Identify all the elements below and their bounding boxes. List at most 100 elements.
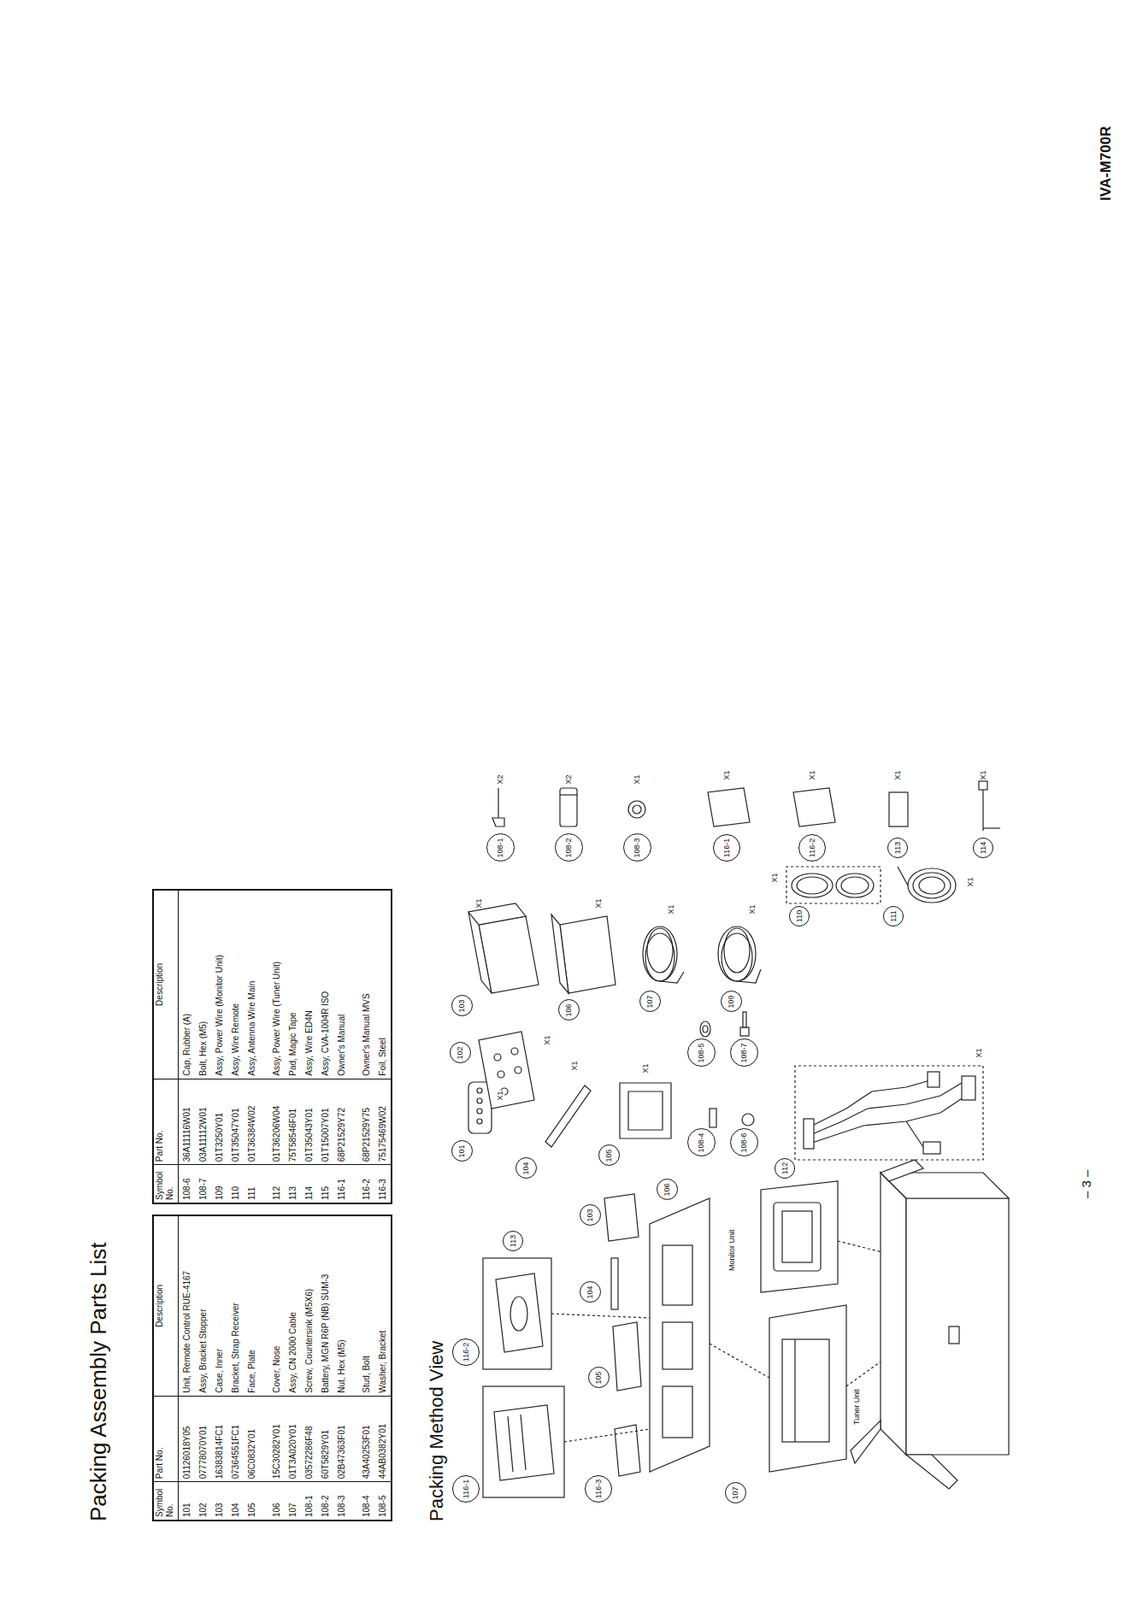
callout-number: 108-6 [730,1129,759,1158]
unit-label: Monitor Unit [727,1229,737,1272]
table-cell: 16383814FC1 [211,1396,228,1483]
callout-number: 113 [887,837,908,859]
table-cell: Bolt, Hex (M5) [194,889,212,1079]
quantity-label: X1 [570,1060,579,1071]
column-header: Part No. [153,1396,179,1483]
page-number: – 3 – [1078,1170,1094,1199]
table-row: 10615C30282Y01Cover, Nose [268,1215,285,1521]
table-cell: 108-3 [333,1482,350,1521]
table-cell: 01T35043Y01 [300,1078,318,1166]
table-cell: Bracket, Strap Receiver [227,1215,244,1397]
page-title: Packing Assembly Parts List [85,1242,112,1522]
table-cell: Unit, Remote Control RUE-4167 [178,1215,196,1397]
table-cell: 115 [317,1165,334,1204]
table-cell: 108-1 [300,1482,318,1521]
spacer-cell [259,1165,269,1204]
spacer-cell [259,889,269,1079]
table-cell: Assy, Wire Remote [227,889,244,1079]
table-cell: 01T36206W04 [268,1078,285,1166]
table-cell: 111 [243,1165,260,1204]
column-header: Description [153,889,179,1079]
table-cell: 109 [211,1165,228,1204]
quantity-label: X1 [807,770,817,780]
callout-number: 108-1 [486,834,515,863]
spacer-row [349,1215,359,1521]
table-cell: 75175469W02 [374,1078,392,1166]
table-row: 10506C0832Y01Face, Plate [243,1215,260,1521]
callout-number: 106 [558,1000,580,1022]
table-row: 108-443A40253F01Stud, Bolt [358,1215,375,1521]
callout-number: 112 [774,1158,796,1179]
spacer-cell [349,1078,359,1166]
table-cell: 106 [268,1482,285,1521]
table-row: 116-168P21529Y72Owner's Manual [333,889,350,1204]
table-cell: 114 [300,1165,318,1204]
table-cell: Owner's Manual MVS [358,889,375,1079]
table-cell: 108-7 [194,1165,212,1204]
spacer-row [259,889,269,1204]
callout-number: 116-3 [584,1475,613,1503]
table-cell: Assy, Power Wire (Tuner Unit) [268,889,285,1079]
spacer-cell [259,1396,269,1483]
table-cell: 116-3 [374,1165,392,1204]
callout-number: 108-4 [687,1129,716,1158]
callout-number: 116-2 [798,834,826,862]
table-cell: Washer, Bracket [374,1215,392,1397]
quantity-label: X1 [748,904,757,914]
table-cell: Case, Inner [211,1215,228,1397]
spacer-cell [349,889,359,1079]
quantity-label: X1 [474,898,484,908]
quantity-label: X1 [770,872,779,883]
table-cell: Assy, Bracket Stopper [194,1215,212,1397]
quantity-label: X1 [978,770,988,780]
callout-number: 104 [515,1158,537,1180]
callout-number: 113 [502,1231,524,1252]
callout-number: 103 [451,995,473,1018]
quantity-label: X1 [641,1063,650,1073]
quantity-label: X1 [893,770,902,780]
callout-number: 108-5 [687,1039,716,1068]
table-row: 11201T36206W04Assy, Power Wire (Tuner Un… [268,889,285,1204]
table-cell: Assy, CN 2000 Cable [284,1215,301,1397]
table-cell: Assy, Antenna Wire Main [243,889,260,1079]
callout-number: 108-7 [730,1039,759,1068]
table-cell: 01T36384W02 [243,1078,260,1166]
table-cell: 03572286F48 [300,1396,318,1483]
callout-number: 116-1 [452,1475,480,1503]
table-cell: 108-5 [374,1482,392,1521]
table-cell: 108-6 [178,1165,196,1204]
quantity-label: X1 [722,770,731,780]
table-cell: 112 [268,1165,285,1204]
table-row: 11101T36384W02Assy, Antenna Wire Main [243,889,260,1204]
column-header: Description [153,1215,179,1397]
quantity-label: X1 [542,1035,552,1045]
section-heading: Packing Method View [425,1341,448,1522]
table-cell: 103 [211,1482,228,1521]
spacer-cell [259,1078,269,1166]
table-row: 10207778070Y01Assy, Bracket Stopper [194,1215,212,1521]
quantity-label: X1 [495,1090,505,1101]
table-cell: Pad, Magic Tape [284,889,301,1079]
table-cell: 105 [243,1482,260,1521]
spacer-cell [259,1482,269,1521]
table-cell: Foil, Steel [374,889,392,1079]
quantity-label: X2 [495,774,505,784]
table-cell: 07364551FC1 [227,1396,244,1483]
header-row: Symbol No.Part No.Description [153,889,179,1204]
table-row: 11501T15007Y01Assy, CVA-1004R ISO [317,889,334,1204]
table-row: 108-703A11112W01Bolt, Hex (M5) [194,889,212,1204]
callout-number: 106 [656,1179,678,1202]
spacer-cell [349,1165,359,1204]
table-row: 108-636A11116W01Cap, Rubber (A) [178,889,196,1204]
table-cell: 02B47363F01 [333,1396,350,1483]
callout-number: 110 [789,906,810,927]
spacer-cell [349,1396,359,1483]
callout-number: 116-2 [452,1338,480,1367]
quantity-label: X1 [666,904,676,914]
table-cell: Assy, Wire ED4N [300,889,318,1079]
table-cell: 104 [227,1482,244,1521]
table-cell: 01T35047Y01 [227,1078,244,1166]
table-cell: 43A40253F01 [358,1396,375,1483]
table-cell: 15C30282Y01 [268,1396,285,1483]
table-cell: 101 [178,1482,196,1521]
